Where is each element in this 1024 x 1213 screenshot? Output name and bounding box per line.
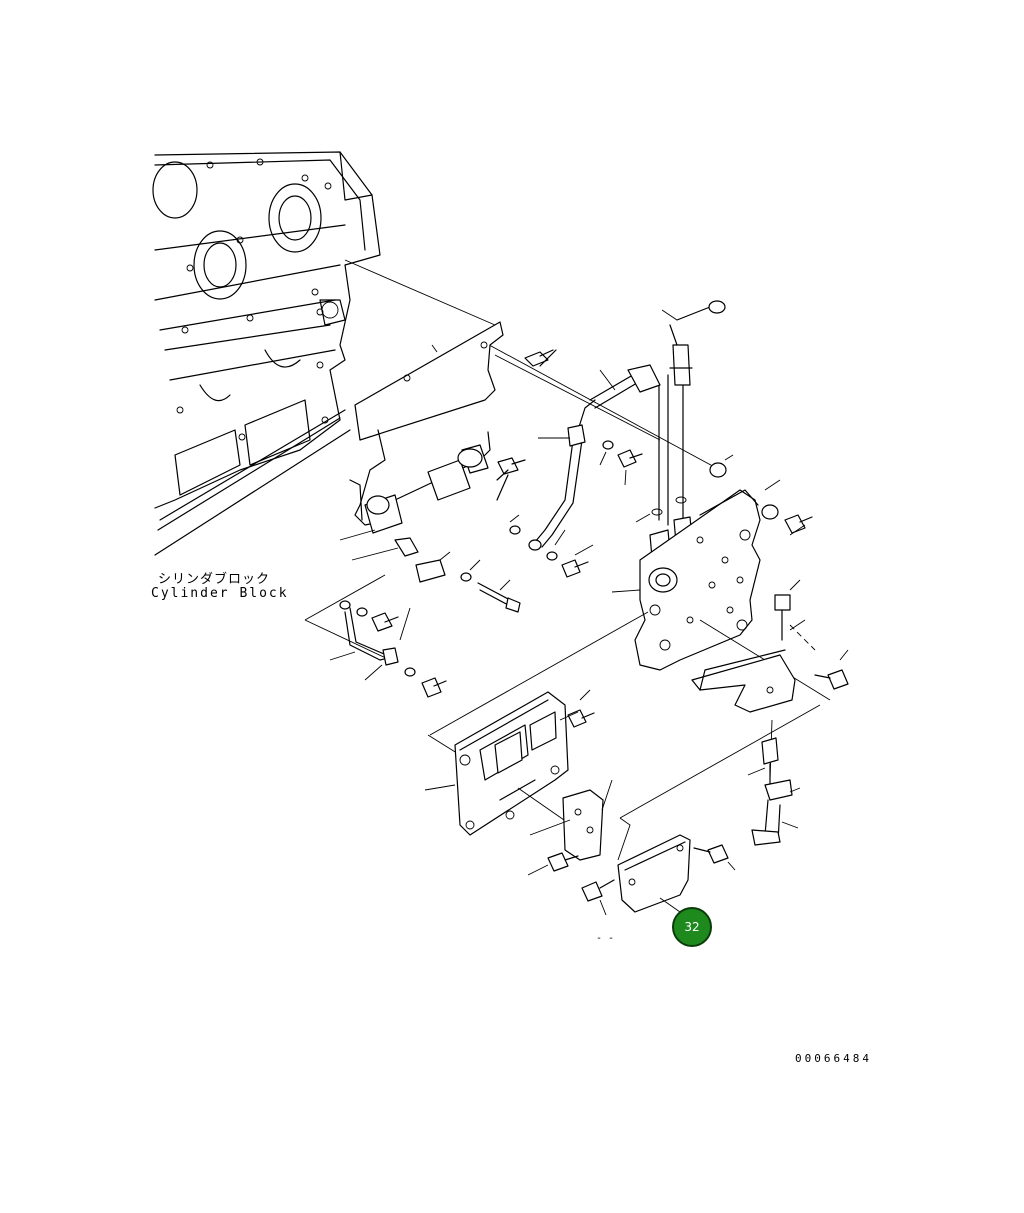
- bolt-set-middle: [509, 440, 643, 578]
- mounting-plate-small: [529, 779, 613, 861]
- lower-bracket: [691, 619, 849, 713]
- cover-plate: [527, 817, 736, 916]
- fuel-pipe: [528, 300, 726, 559]
- mounting-bracket: [349, 321, 504, 526]
- drawing-number: 00066484: [795, 1052, 872, 1065]
- cylinder-block: [152, 151, 381, 556]
- clamp-and-bolt: [394, 537, 521, 613]
- support-bracket: [747, 737, 801, 846]
- ground-strap: [304, 529, 447, 698]
- cylinder-block-label-jp: シリンダブロック: [158, 572, 271, 587]
- stub-text: - -: [596, 933, 615, 944]
- bolt-set-right: [774, 514, 813, 641]
- sensor-unit: [364, 444, 489, 534]
- bolt-set-upper: [496, 349, 557, 501]
- valve-block: [611, 454, 781, 671]
- cylinder-block-label-en: Cylinder Block: [151, 586, 289, 601]
- ecm-controller: [424, 689, 595, 836]
- callout-marker-32[interactable]: 32: [672, 907, 712, 947]
